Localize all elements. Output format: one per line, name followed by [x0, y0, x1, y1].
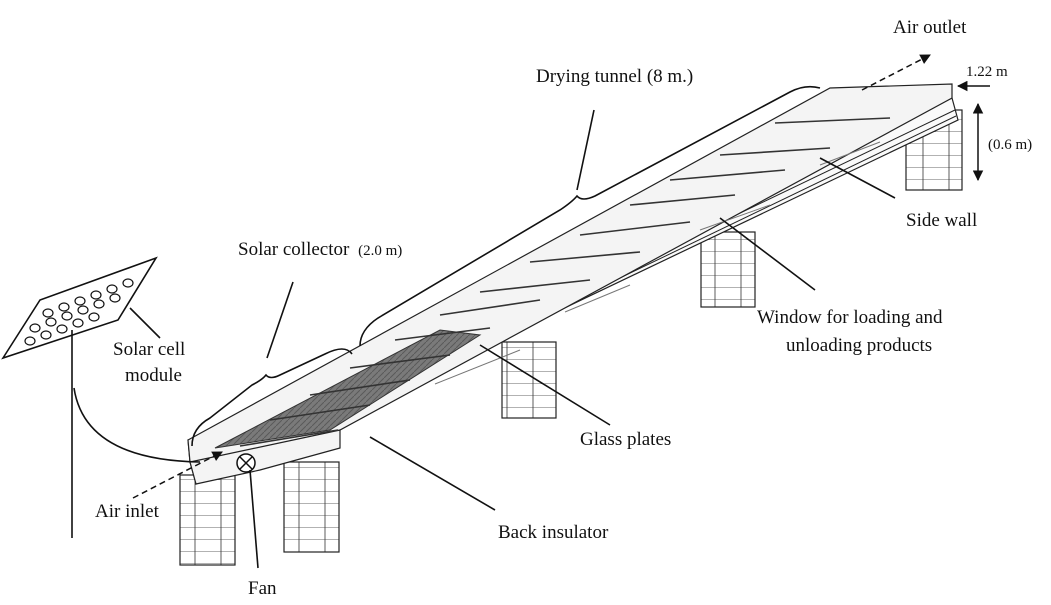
loading-windows	[434, 141, 881, 385]
pillar	[700, 231, 756, 308]
pillar	[179, 474, 236, 566]
label-solar-cell-line2: module	[125, 365, 182, 386]
leader-lines	[129, 85, 896, 569]
air-outlet-arrow	[861, 54, 931, 91]
pillar	[283, 461, 340, 553]
label-height: (0.6 m)	[988, 137, 1032, 153]
pillar	[501, 341, 557, 419]
airflow-arrows	[132, 54, 990, 499]
label-drying-tunnel: Drying tunnel (8 m.)	[536, 66, 693, 87]
label-width: 1.22 m	[966, 64, 1008, 80]
label-solar-collector: Solar collector (2.0 m)	[238, 239, 402, 260]
label-fan: Fan	[248, 578, 277, 599]
label-air-outlet: Air outlet	[893, 17, 967, 38]
label-glass-plates: Glass plates	[580, 429, 671, 450]
label-window-line2: unloading products	[786, 335, 932, 356]
label-back-insulator: Back insulator	[498, 522, 609, 543]
tunnel-body	[187, 83, 959, 485]
labels: Air outlet 1.22 m (0.6 m) Drying tunnel …	[95, 17, 1032, 599]
label-solar-cell-line1: Solar cell	[113, 339, 185, 360]
glass-plates	[239, 117, 891, 447]
label-window-line1: Window for loading and	[757, 307, 943, 328]
solar-cell-module	[1, 256, 201, 538]
air-inlet-arrow	[132, 451, 223, 499]
label-side-wall: Side wall	[906, 210, 977, 231]
label-air-inlet: Air inlet	[95, 501, 160, 522]
fan-icon	[236, 453, 256, 473]
